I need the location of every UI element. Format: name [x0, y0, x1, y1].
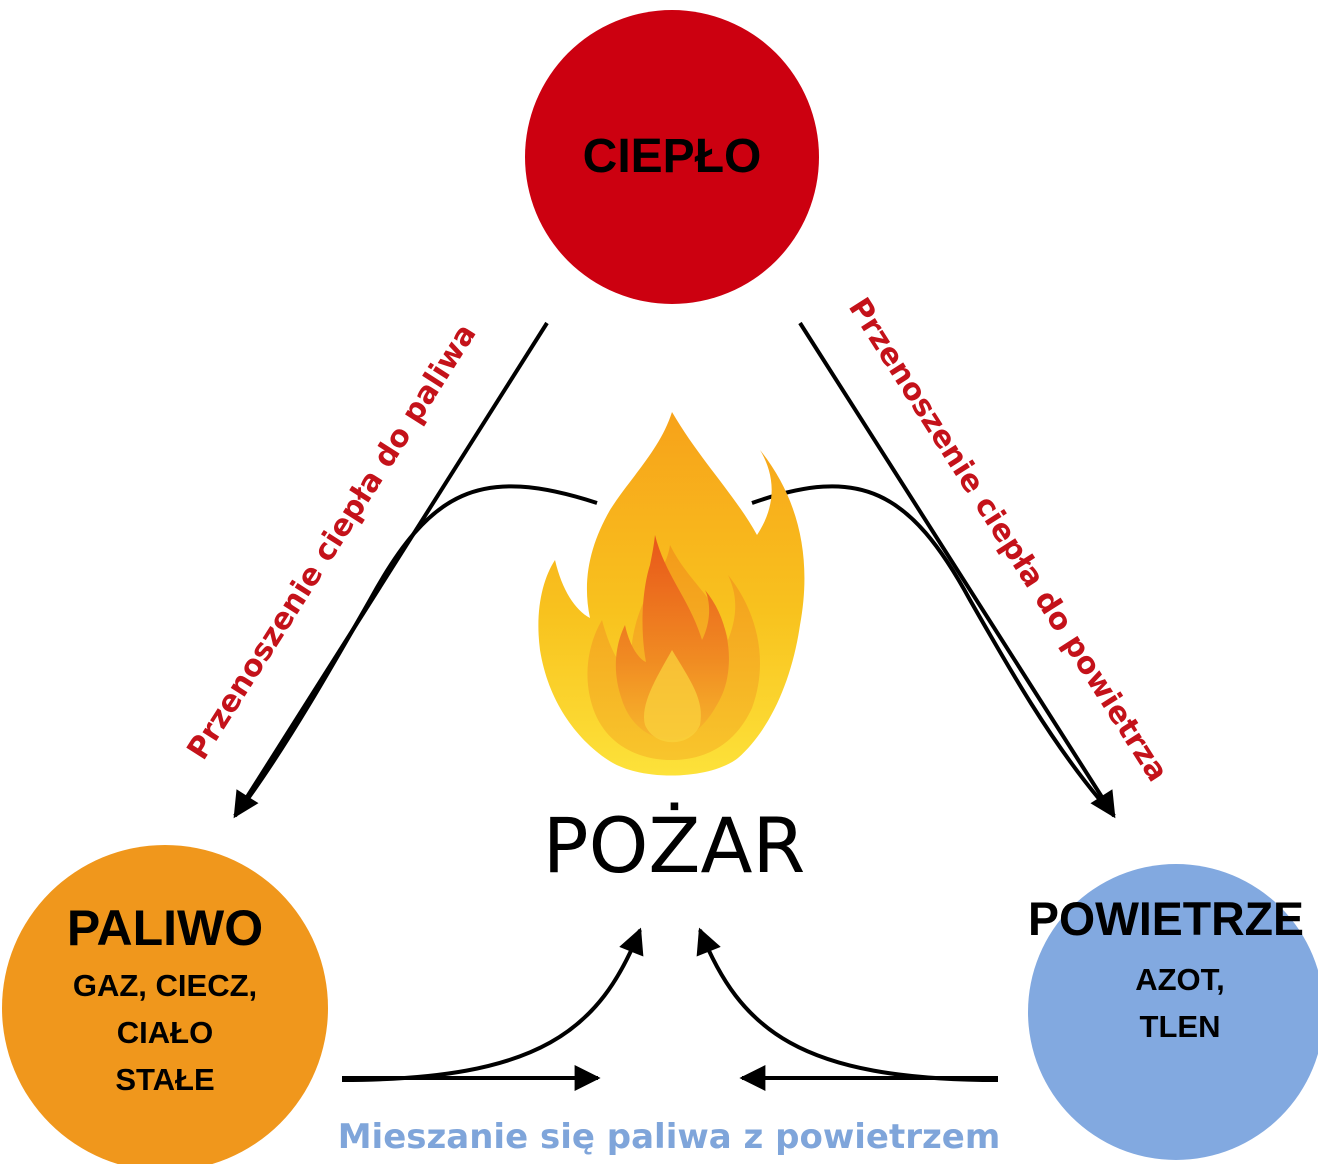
- air-node: POWIETRZE AZOT, TLEN: [1028, 864, 1318, 1160]
- air-circle: [1028, 864, 1318, 1160]
- heat-circle: [525, 10, 819, 304]
- fire-icon: [538, 412, 805, 776]
- fuel-subtitle-line: GAZ, CIECZ,: [73, 968, 257, 1003]
- air-subtitle-line: AZOT,: [1135, 962, 1225, 997]
- center-label: POŻAR: [543, 801, 806, 890]
- fuel-air-mix-label: Mieszanie się paliwa z powietrzem: [338, 1117, 1001, 1157]
- fire-to-air-curve: [751, 484, 1102, 802]
- fuel-to-fire-curve: [341, 927, 644, 1082]
- heat-node: CIEPŁO: [525, 10, 819, 304]
- air-subtitle-line: TLEN: [1140, 1009, 1221, 1044]
- heat-to-air-arrow: [798, 321, 1116, 819]
- fire-to-fuel-curve: [245, 484, 598, 802]
- fuel-subtitle-line: CIAŁO: [117, 1015, 213, 1050]
- air-to-fire-curve: [696, 927, 999, 1082]
- flame-core: [644, 650, 701, 743]
- air-title: POWIETRZE: [1028, 892, 1304, 945]
- heat-to-fuel-arrow: [233, 321, 549, 819]
- fuel-subtitle-line: STAŁE: [115, 1062, 214, 1097]
- fuel-node: PALIWO GAZ, CIECZ, CIAŁO STAŁE: [2, 845, 328, 1164]
- fuel-title: PALIWO: [67, 900, 263, 956]
- heat-title: CIEPŁO: [583, 130, 762, 183]
- heat-to-fuel-label: Przenoszenie ciepła do paliwa: [180, 318, 483, 766]
- heat-to-air-label: Przenoszenie ciepła do powietrza: [841, 292, 1175, 788]
- flame-inner: [615, 535, 729, 740]
- fuel-circle: [2, 845, 328, 1164]
